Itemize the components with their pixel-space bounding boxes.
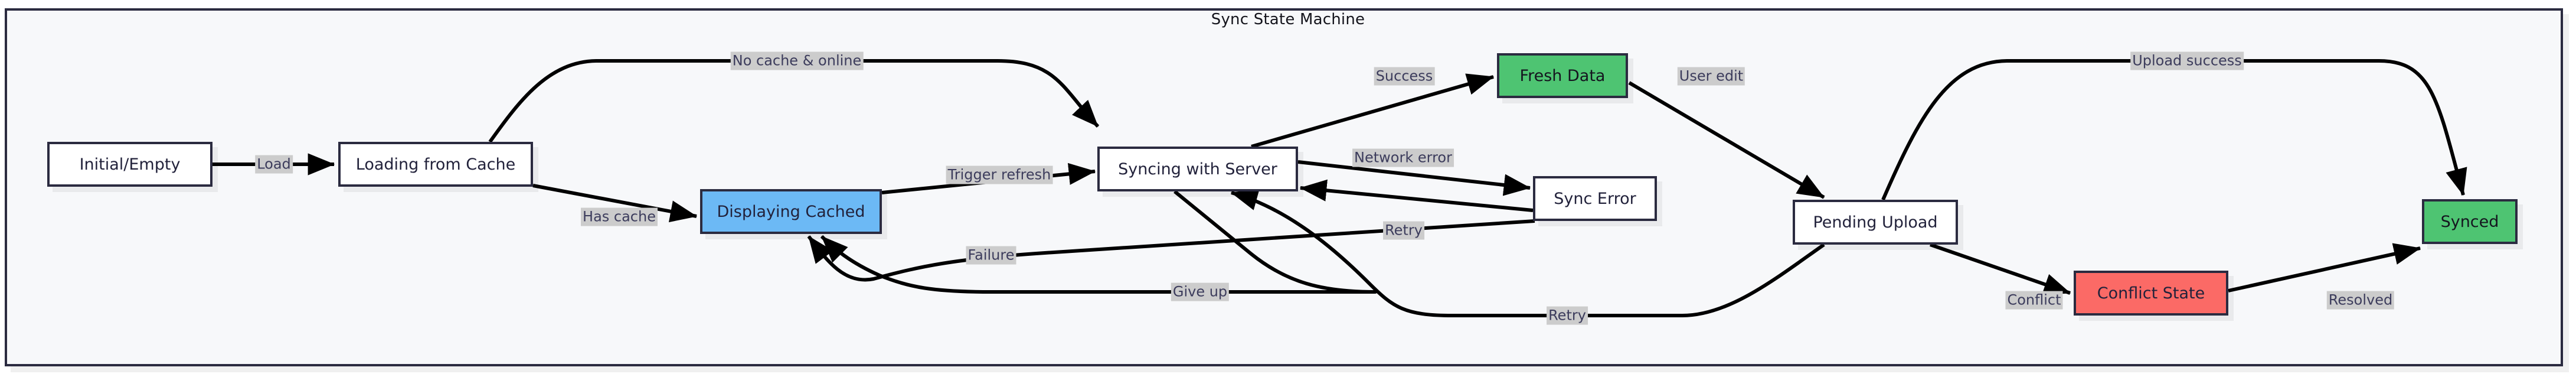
edge-conflict [1930,243,2071,295]
edge-label-retry-syncerror: Retry [1383,221,1424,240]
edge-label-conflict: Conflict [2005,291,2063,310]
edge-success [1251,73,1495,148]
node-conflict-state[interactable]: Conflict State [2074,271,2228,316]
edge-label-retry-pending: Retry [1547,306,1588,325]
edge-label-user-edit: User edit [1677,67,1745,86]
edge-label-trigger-refresh: Trigger refresh [946,165,1053,184]
node-label: Conflict State [2097,284,2205,303]
edge-label-success: Success [1374,67,1435,86]
edge-label-network-error: Network error [1352,148,1454,167]
edge-retry-pending [1230,188,1825,317]
edge-label-resolved: Resolved [2326,291,2395,310]
edge-label-give-up: Give up [1171,282,1230,301]
node-label: Fresh Data [1519,66,1606,85]
edge-label-has-cache: Has cache [581,207,658,226]
node-label: Initial/Empty [79,155,181,174]
page-title: Sync State Machine [1211,11,1365,28]
node-label: Loading from Cache [355,155,516,174]
edge-label-failure: Failure [966,246,1016,265]
edge-label-load: Load [255,155,293,174]
node-loading-from-cache[interactable]: Loading from Cache [338,142,533,187]
node-fresh-data[interactable]: Fresh Data [1497,53,1628,98]
node-synced[interactable]: Synced [2422,199,2518,244]
node-pending-upload[interactable]: Pending Upload [1793,200,1958,245]
node-sync-error[interactable]: Sync Error [1533,176,1657,221]
node-label: Pending Upload [1813,213,1938,232]
edge-failure [807,219,1535,282]
edge-resolved [2228,243,2421,292]
edge-has-cache [532,184,698,223]
node-initial-empty[interactable]: Initial/Empty [47,142,213,187]
edge-label-upload-success: Upload success [2130,51,2244,70]
edge-user-edit [1628,81,1825,199]
edge-network-error [1297,160,1531,196]
node-label: Syncing with Server [1118,160,1277,178]
edge-retry-syncerror [1299,179,1534,212]
node-label: Sync Error [1554,189,1636,208]
edge-label-no-cache-online: No cache & online [730,51,864,70]
node-label: Synced [2440,212,2499,231]
edge-upload-success [1881,59,2467,201]
edge-no-cache-online [488,59,1100,143]
node-displaying-cached[interactable]: Displaying Cached [700,189,882,234]
edge-give-up [820,190,1377,294]
node-syncing-with-server[interactable]: Syncing with Server [1097,147,1298,191]
node-label: Displaying Cached [717,202,865,221]
